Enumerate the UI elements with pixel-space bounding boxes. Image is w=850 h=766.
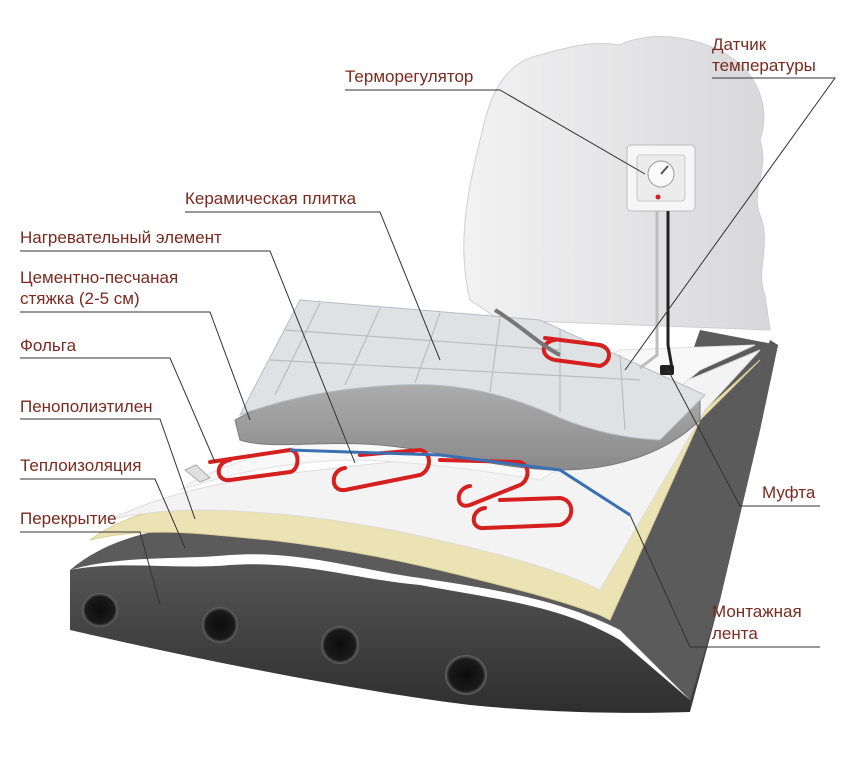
- label-temp-sensor-2: температуры: [712, 56, 816, 75]
- label-heating-element: Нагревательный элемент: [20, 228, 222, 247]
- slab-holes: [82, 593, 487, 695]
- label-tape-1: Монтажная: [712, 602, 802, 621]
- wall: [463, 36, 771, 331]
- leader-heating-element: [20, 250, 356, 464]
- label-foil: Фольга: [20, 336, 77, 355]
- label-pe-foam: Пенополиэтилен: [20, 397, 153, 416]
- leader-slab: [20, 531, 161, 606]
- label-ceramic-tile: Керамическая плитка: [185, 189, 357, 208]
- conduit: [184, 464, 211, 483]
- leader-coupling: [667, 369, 820, 507]
- leader-pe-foam: [20, 418, 196, 520]
- thermostat: [626, 144, 696, 212]
- leader-tape: [629, 514, 820, 648]
- thermostat-wires: [639, 211, 674, 370]
- label-slab: Перекрытие: [20, 509, 117, 528]
- leader-ceramic-tile: [185, 211, 441, 361]
- leader-foil: [20, 357, 216, 463]
- leader-insulation: [20, 478, 186, 549]
- label-tape-2: лента: [712, 624, 758, 643]
- leader-temp-sensor: [624, 77, 836, 371]
- slab-side: [70, 564, 690, 713]
- label-screed-2: стяжка (2-5 см): [20, 289, 140, 308]
- mounting-tape: [289, 448, 631, 517]
- label-screed-1: Цементно-песчаная: [20, 268, 179, 287]
- leader-screed: [20, 311, 251, 421]
- label-temp-sensor-1: Датчик: [712, 35, 767, 54]
- leader-lines: [20, 77, 836, 648]
- label-coupling: Муфта: [762, 483, 816, 502]
- ceramic-tiles: [238, 299, 706, 441]
- label-insulation: Теплоизоляция: [20, 456, 142, 475]
- label-thermostat: Терморегулятор: [345, 67, 474, 86]
- leader-thermostat: [345, 89, 646, 175]
- sensor-tube: [493, 308, 561, 357]
